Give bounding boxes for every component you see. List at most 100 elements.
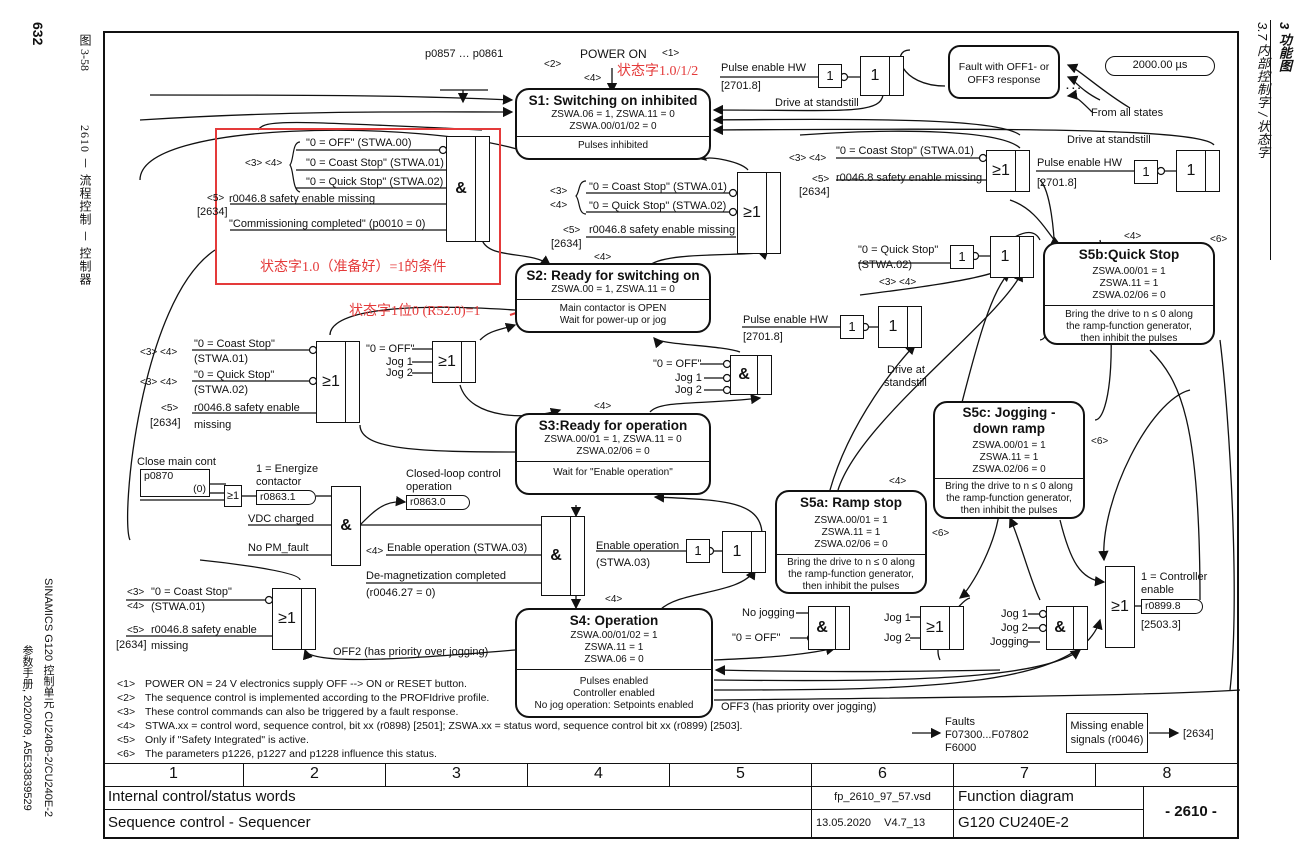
gate-memory	[1015, 151, 1029, 191]
flipflop-enable-op: 1	[722, 531, 766, 573]
note4-s3: <4>	[594, 401, 612, 412]
ref-2634-left: [2634]	[150, 417, 181, 429]
stwa01-lower: (STWA.01)	[151, 601, 205, 613]
or-gate-jog: ≥1	[432, 341, 476, 383]
close-main-cont-label: Close main cont	[137, 456, 216, 468]
and-gate-no-jogging: &	[808, 606, 850, 650]
s5c-cond: ZSWA.11 = 1	[979, 452, 1039, 463]
note6-s5a: <6>	[932, 528, 950, 539]
standstill-mid: standstill	[884, 377, 927, 389]
gate-symbol: 1	[888, 318, 898, 335]
s4-desc: Pulses enabled	[579, 676, 649, 687]
s5c-desc: the ramp-function generator,	[946, 493, 1072, 504]
footnote-text: The parameters p1226, p1227 and p1228 in…	[145, 748, 437, 760]
not-gate-enable-op: 1	[686, 539, 710, 563]
column-number: 3	[385, 763, 528, 787]
coast-stop-lower: "0 = Coast Stop"	[151, 586, 232, 598]
enable-op-label: Enable operation	[596, 540, 680, 552]
or-gate-contactor: ≥1	[224, 485, 242, 507]
s4-cond: ZSWA.00/01/02 = 1	[570, 630, 658, 641]
ref-2701-right: [2701.8]	[1037, 177, 1077, 189]
note4-s2: <4>	[594, 252, 612, 263]
closed-loop-label-2: operation	[406, 481, 452, 493]
flipflop-qs: 1	[990, 236, 1034, 278]
footnote-tag: <6>	[117, 748, 136, 760]
note3-lower: <3>	[127, 587, 145, 598]
input-jog2-and: Jog 2	[675, 384, 702, 396]
ref-2634-lower: [2634]	[116, 639, 147, 651]
input-coast-stwa01-right: "0 = Coast Stop" (STWA.01)	[836, 145, 974, 157]
input-jog2-or: Jog 2	[386, 367, 413, 379]
state-s3-ready-for-operation: S3:Ready for operation ZSWA.00/01 = 1, Z…	[515, 413, 711, 495]
ref-2701-mid: [2701.8]	[743, 331, 783, 343]
note1: <1>	[662, 48, 680, 59]
note6-s5b: <6>	[1210, 234, 1228, 245]
no-pm-fault-label: No PM_fault	[248, 542, 309, 554]
missing-left: missing	[194, 419, 232, 431]
column-number: 6	[811, 763, 954, 787]
margin-rule	[1270, 20, 1271, 260]
demag-cond: (r0046.27 = 0)	[366, 587, 436, 599]
or-gate-left: ≥1	[316, 341, 360, 423]
or-gate-controller-enable: ≥1	[1105, 566, 1135, 648]
version: V4.7_13	[884, 817, 926, 829]
s5b-desc: the ramp-function generator,	[1066, 321, 1192, 332]
gate-memory	[751, 532, 765, 572]
s5b-cond: ZSWA.02/06 = 0	[1092, 290, 1166, 301]
controller-enable-label-2: enable	[1141, 584, 1175, 596]
footnote-text: These control commands can also be trigg…	[145, 706, 459, 718]
gate-memory	[345, 342, 359, 422]
energize-label-2: contactor	[256, 476, 302, 488]
input-coast-stwa01-mid: "0 = Coast Stop" (STWA.01)	[589, 181, 727, 193]
note3-or-mid: <3>	[550, 186, 568, 197]
footnote-text: POWER ON = 24 V electronics supply OFF -…	[145, 678, 467, 690]
chapter-title: 3 功能图	[1277, 22, 1292, 72]
stwa03-label: (STWA.03)	[596, 557, 650, 569]
diagram-number: - 2610 -	[1143, 786, 1239, 839]
note4-or-mid: <4>	[550, 200, 568, 211]
s5a-title: S5a: Ramp stop	[799, 495, 903, 510]
s1-desc: Pulses inhibited	[577, 140, 649, 151]
gate-memory	[1019, 237, 1033, 277]
column-number: 4	[527, 763, 670, 787]
jog2-or-lower: Jog 2	[884, 632, 911, 644]
s5c-cond: ZSWA.02/06 = 0	[972, 464, 1046, 475]
s3-desc: Wait for "Enable operation"	[553, 467, 673, 478]
figure-title: 2610 － 流程控制 － 控制器	[78, 125, 92, 287]
note4-s5a: <4>	[889, 476, 907, 487]
drive-at-mid: Drive at	[887, 364, 925, 376]
vdc-charged-label: VDC charged	[248, 513, 315, 525]
or-gate-mid: ≥1	[737, 172, 781, 254]
gate-memory	[766, 173, 780, 253]
footnote-tag: <2>	[117, 692, 136, 704]
and-gate-operation: &	[541, 516, 585, 596]
gate-memory	[907, 307, 921, 347]
section-title: 3.7 内部控制字 / 状态字	[1255, 22, 1270, 159]
diagram-type: Function diagram	[953, 786, 1144, 810]
faults-label: Faults	[945, 716, 975, 728]
s4-desc: No jog operation: Setpoints enabled	[534, 700, 694, 711]
gate-symbol: &	[1054, 619, 1066, 636]
cycle-time-badge: 2000.00 µs	[1105, 56, 1215, 76]
state-s4-operation: S4: Operation ZSWA.00/01/02 = 1 ZSWA.11 …	[515, 608, 713, 718]
input-coast-left: "0 = Coast Stop"	[194, 338, 275, 350]
state-s1-switching-on-inhibited: S1: Switching on inhibited ZSWA.06 = 1, …	[515, 88, 711, 160]
s5a-cond: ZSWA.02/06 = 0	[814, 539, 888, 550]
input-safety-missing-3: r0046.8 safety enable missing	[836, 172, 983, 184]
fault-line1: Fault with OFF1- or	[958, 61, 1050, 73]
not-gate-right: 1	[1134, 160, 1158, 184]
r0863-0-connector: r0863.0	[406, 495, 470, 510]
ref-2701-top: [2701.8]	[721, 80, 761, 92]
column-number: 5	[669, 763, 812, 787]
gate-symbol: ≥1	[438, 353, 456, 370]
jog2-and-lower: Jog 2	[1001, 622, 1028, 634]
note4-s4: <4>	[605, 594, 623, 605]
s5a-desc: the ramp-function generator,	[788, 569, 914, 580]
gate-memory	[757, 356, 771, 394]
s5c-title: down ramp	[972, 421, 1045, 436]
gate-memory	[835, 607, 849, 649]
input-off-stwa00: "0 = OFF" (STWA.00)	[306, 137, 412, 149]
stwa02-qs: (STWA.02)	[858, 259, 912, 271]
safety-enable-lower: r0046.8 safety enable	[151, 624, 257, 636]
p0870-param: p0870 (0)	[140, 469, 210, 497]
